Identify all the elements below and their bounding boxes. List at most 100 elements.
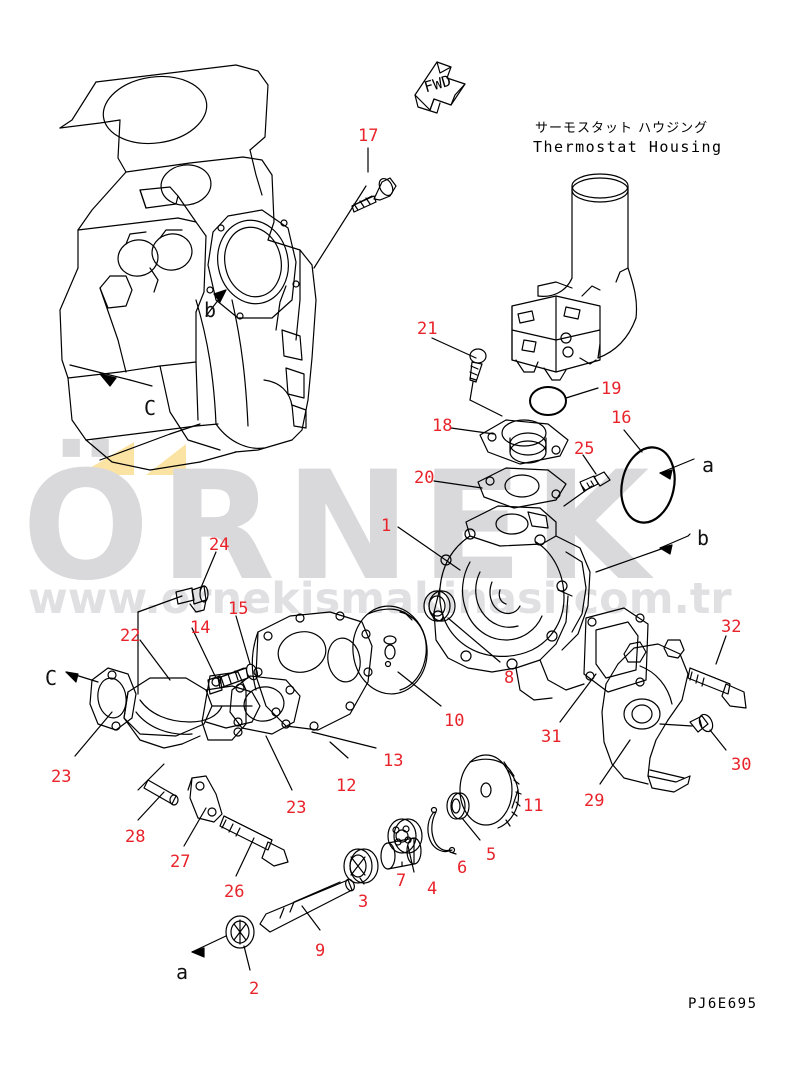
part-29-water-outlet-elbow xyxy=(601,639,691,793)
section-marker-c-4: C xyxy=(45,666,58,690)
leader-23a xyxy=(74,711,113,757)
leader-31 xyxy=(559,673,597,723)
callout-bracket: 27 xyxy=(170,852,191,872)
leader-25b xyxy=(563,485,593,507)
part-23-gasket-inlet xyxy=(89,667,137,731)
part-17-cap-screw xyxy=(351,177,397,213)
part-16-o-ring-large xyxy=(620,446,676,524)
section-marker-b-0: b xyxy=(204,298,217,322)
callout-bolt: 15 xyxy=(228,599,249,619)
part-27-bracket xyxy=(187,775,223,823)
leader-15b xyxy=(191,627,217,679)
leader-4 xyxy=(407,845,415,873)
section-marker-a-2: a xyxy=(702,453,715,477)
callout-seal-shaft: 2 xyxy=(249,979,260,999)
part-20-gasket xyxy=(477,467,567,509)
part-18-thermostat xyxy=(479,419,569,465)
callout-gasket-cover: 23 xyxy=(286,798,307,818)
fwd-arrow-icon xyxy=(414,61,466,114)
section-arrow-a-bottom xyxy=(191,935,227,958)
callout-washer-gear: 5 xyxy=(486,845,497,865)
part-10-impeller xyxy=(352,605,428,695)
part-26-bolt-long xyxy=(219,815,289,867)
callout-o-ring-thermostat: 19 xyxy=(601,379,622,399)
part-21-stud xyxy=(469,348,487,401)
part-2-seal xyxy=(225,915,255,949)
section-arrow-b-block xyxy=(205,289,227,317)
leader-8 xyxy=(447,617,501,663)
leader-17b xyxy=(313,185,367,269)
leader-28 xyxy=(137,791,165,821)
section-marker-a-5: a xyxy=(176,960,189,984)
callout-water-inlet-pipe: 22 xyxy=(120,626,141,646)
title-english: Thermostat Housing xyxy=(533,138,723,156)
part-6-snap-ring xyxy=(427,806,456,854)
leader-1 xyxy=(397,526,461,571)
leader-24 xyxy=(199,551,217,591)
part-11-drive-gear xyxy=(459,754,522,829)
part-13-cover-plate xyxy=(251,611,373,731)
leader-21 xyxy=(431,337,477,359)
part-22-water-inlet-pipe xyxy=(123,671,261,749)
thermostat-housing xyxy=(511,173,638,381)
leader-19 xyxy=(565,387,599,399)
leader-12 xyxy=(329,741,349,759)
callout-water-outlet-elbow: 29 xyxy=(584,791,605,811)
leader-22 xyxy=(139,639,171,681)
engine-block xyxy=(59,64,317,471)
accent-triangle-left xyxy=(78,442,134,475)
leader-30b xyxy=(659,723,693,727)
callout-cover-plate: 13 xyxy=(383,751,404,771)
callout-drive-gear: 11 xyxy=(523,796,544,816)
section-arrow-b-right xyxy=(659,533,691,555)
leader-9 xyxy=(301,905,321,931)
leader-16 xyxy=(623,429,643,453)
callout-impeller: 10 xyxy=(444,711,465,731)
callout-gasket-inlet: 23 xyxy=(51,767,72,787)
leader-15 xyxy=(235,615,251,665)
callout-water-pump-assembly: 1 xyxy=(381,516,392,536)
callout-thermostat: 18 xyxy=(432,416,453,436)
callout-snap-ring: 6 xyxy=(457,858,468,878)
callout-bearing-front: 3 xyxy=(358,892,369,912)
leader-block-to-tail xyxy=(99,423,201,461)
drawing-code: PJ6E695 xyxy=(688,996,758,1012)
leader-23b xyxy=(265,735,293,791)
callout-bearing-rear: 4 xyxy=(427,879,438,899)
callout-bolt-small-elbow: 30 xyxy=(731,755,752,775)
leader-21b xyxy=(469,399,503,417)
leader-30 xyxy=(709,729,727,751)
callout-dowel-pin: 28 xyxy=(125,827,146,847)
callout-stud: 21 xyxy=(417,319,438,339)
leader-5 xyxy=(461,817,481,841)
part-32-bolt xyxy=(687,667,747,709)
callout-gasket-thermostat: 20 xyxy=(414,468,435,488)
leader-26 xyxy=(235,837,255,877)
callout-seal: 8 xyxy=(504,668,515,688)
callout-cap-screw-block: 17 xyxy=(358,126,379,146)
leader-24-h xyxy=(137,595,183,613)
callout-washer: 14 xyxy=(190,618,211,638)
section-marker-b-3: b xyxy=(697,526,710,550)
callout-o-ring-large: 16 xyxy=(611,408,632,428)
part-30-bolt-small xyxy=(689,713,714,733)
part-8-seal xyxy=(423,590,456,622)
callout-plug: 24 xyxy=(209,535,230,555)
leader-20 xyxy=(433,480,483,489)
part-24-plug xyxy=(175,585,209,613)
part-5-washer xyxy=(446,792,470,820)
callout-bolt-elbow: 32 xyxy=(721,617,742,637)
callout-bolt-short: 25 xyxy=(574,439,595,459)
leader-13 xyxy=(311,731,377,749)
section-marker-c-1: C xyxy=(144,396,157,420)
leader-25 xyxy=(582,454,597,475)
part-31-gasket-elbow xyxy=(583,607,649,693)
leader-32 xyxy=(715,635,727,665)
callout-gasket-elbow: 31 xyxy=(541,727,562,747)
leader-18 xyxy=(450,427,495,435)
part-25-bolt xyxy=(579,471,611,492)
leader-2 xyxy=(243,945,251,971)
callout-spacer: 7 xyxy=(396,871,407,891)
